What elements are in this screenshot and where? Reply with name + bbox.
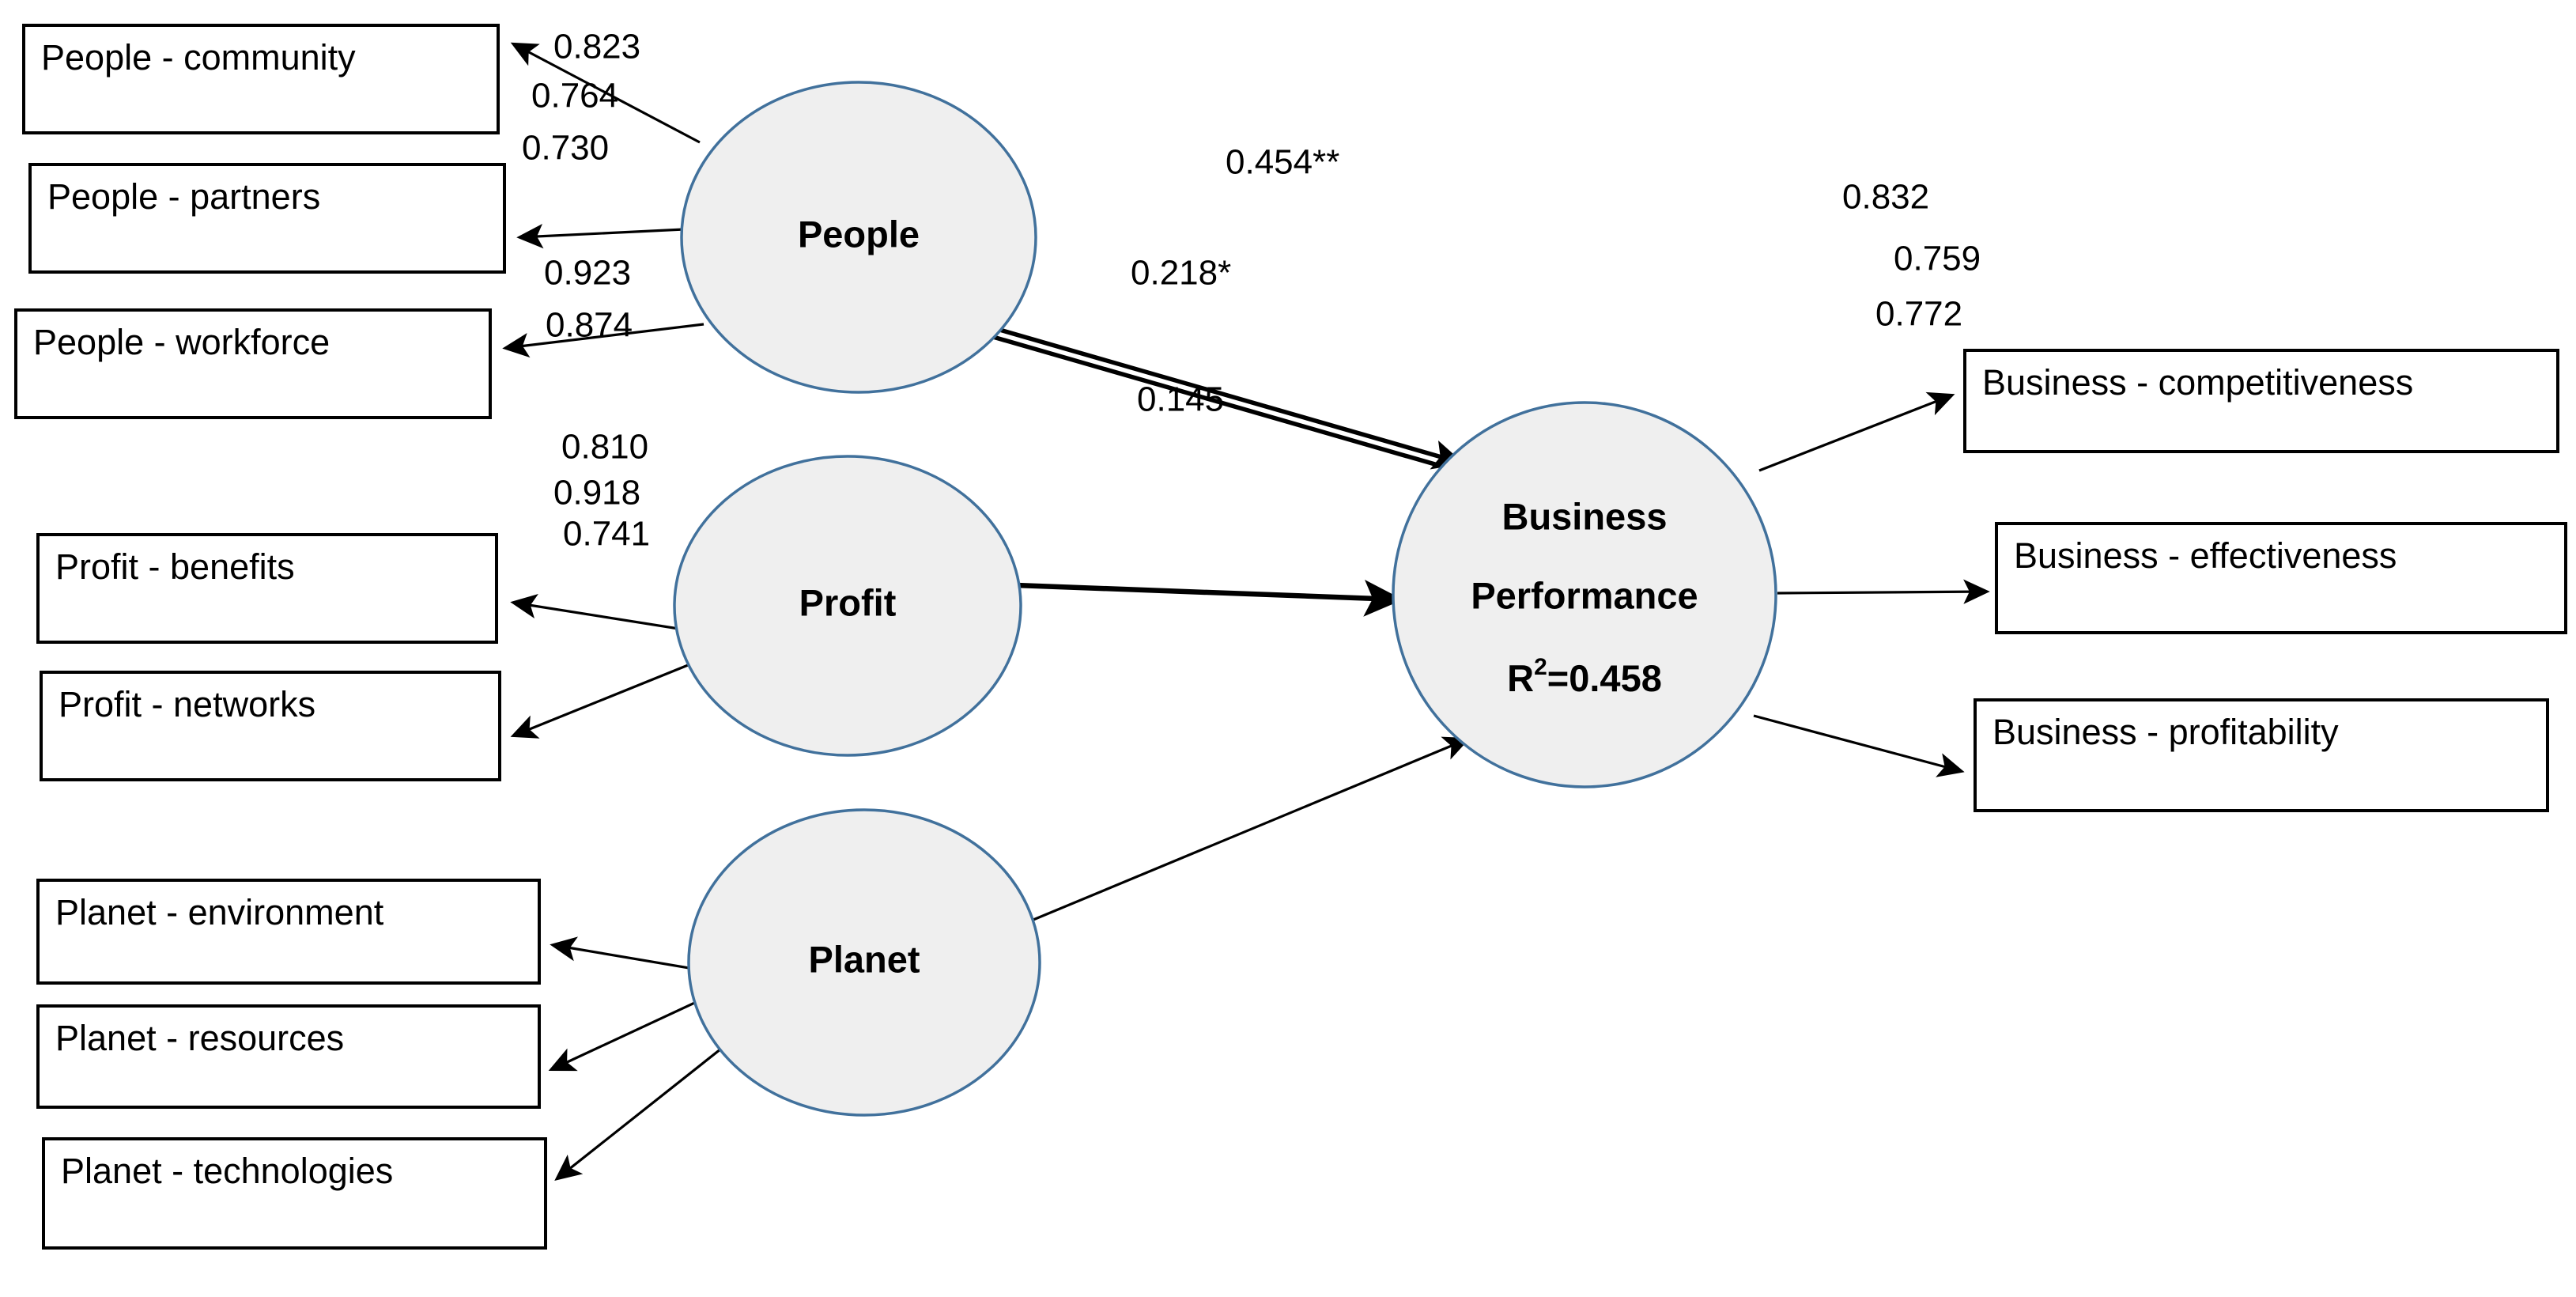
indicator-label: People - partners (47, 176, 320, 217)
indicator-label: Business - competitiveness (1982, 362, 2413, 403)
indicator-label: Planet - resources (55, 1018, 344, 1058)
r-squared-label: R2=0.458 (1507, 654, 1662, 699)
latent-label: Profit (799, 581, 897, 623)
indicator-label: Business - effectiveness (2014, 535, 2397, 576)
indicator-box-planet-resources[interactable]: Planet - resources (36, 1004, 541, 1109)
loading-arrow-business-effectiveness (1777, 579, 1990, 604)
latent-node-planet[interactable]: Planet (687, 808, 1041, 1117)
latent-node-profit[interactable]: Profit (673, 455, 1022, 757)
loading-arrow-people-community (510, 42, 701, 144)
loading-coefficient-planet-resources: 0.918 (553, 474, 640, 512)
indicator-label: People - workforce (33, 322, 330, 362)
loading-coefficient-business-competitiveness: 0.832 (1842, 178, 1929, 217)
loading-coefficient-people-community: 0.823 (553, 28, 640, 66)
loading-coefficient-planet-technologies: 0.741 (563, 515, 650, 554)
indicator-label: Profit - benefits (55, 546, 295, 587)
path-coefficient-profit-to-business: 0.218* (1131, 254, 1231, 293)
latent-label: Planet (808, 938, 920, 980)
loading-arrow-people-partners (516, 223, 685, 249)
loading-coefficient-people-workforce: 0.730 (522, 129, 609, 168)
structural-path-group (990, 326, 1471, 927)
loading-arrow-business-competitiveness (1758, 391, 1955, 472)
loading-coefficient-business-profitability: 0.772 (1875, 295, 1962, 334)
loading-coefficient-planet-environment: 0.810 (561, 428, 648, 467)
loading-arrow-profit-benefits (510, 594, 704, 634)
indicator-label: Planet - technologies (61, 1151, 393, 1191)
path-coefficient-people-to-business: 0.454** (1226, 143, 1339, 182)
loading-arrow-planet-resources (548, 993, 712, 1072)
indicator-label: People - community (41, 37, 356, 78)
loading-coefficient-profit-benefits: 0.923 (544, 254, 631, 293)
latent-label-line1: Business (1502, 495, 1668, 537)
path-coefficient-planet-to-business: 0.145 (1137, 380, 1224, 419)
structural-arrow-planet-to-business (1019, 736, 1471, 927)
loading-arrow-profit-networks (510, 659, 701, 739)
loading-coefficient-people-partners: 0.764 (531, 77, 618, 115)
indicator-box-profit-benefits[interactable]: Profit - benefits (36, 533, 498, 644)
indicator-label: Planet - environment (55, 892, 384, 932)
indicator-box-planet-environment[interactable]: Planet - environment (36, 879, 541, 985)
latent-node-people[interactable]: People (680, 81, 1037, 394)
indicator-label: Business - profitability (1992, 712, 2339, 752)
path-label-group: 0.823 0.764 0.730 0.923 0.874 0.810 0.9180.741… (522, 28, 1981, 554)
indicator-box-profit-networks[interactable]: Profit - networks (40, 671, 501, 781)
indicator-box-people-community[interactable]: People - community (22, 24, 500, 134)
indicator-label: Profit - networks (59, 684, 315, 724)
loading-arrow-people-workforce (502, 323, 704, 358)
indicator-box-business-profitability[interactable]: Business - profitability (1974, 698, 2549, 812)
structural-arrow-profit-to-business (1015, 580, 1403, 617)
indicator-box-business-effectiveness[interactable]: Business - effectiveness (1995, 522, 2567, 634)
indicator-box-business-competitiveness[interactable]: Business - competitiveness (1963, 349, 2559, 453)
loading-arrow-business-profitability (1753, 714, 1965, 777)
latent-label: People (798, 213, 920, 255)
indicator-box-people-partners[interactable]: People - partners (28, 163, 506, 274)
loading-coefficient-business-effectiveness: 0.759 (1894, 240, 1981, 278)
loading-arrow-planet-environment (550, 936, 708, 973)
measurement-path-group (502, 42, 1990, 1181)
indicator-box-planet-technologies[interactable]: Planet - technologies (42, 1137, 547, 1250)
structural-arrow-people-to-business (990, 326, 1464, 473)
latent-label-line2: Performance (1471, 574, 1698, 616)
indicator-box-people-workforce[interactable]: People - workforce (14, 308, 492, 419)
loading-coefficient-profit-networks: 0.874 (546, 306, 633, 345)
loading-arrow-planet-technologies (554, 1027, 748, 1181)
